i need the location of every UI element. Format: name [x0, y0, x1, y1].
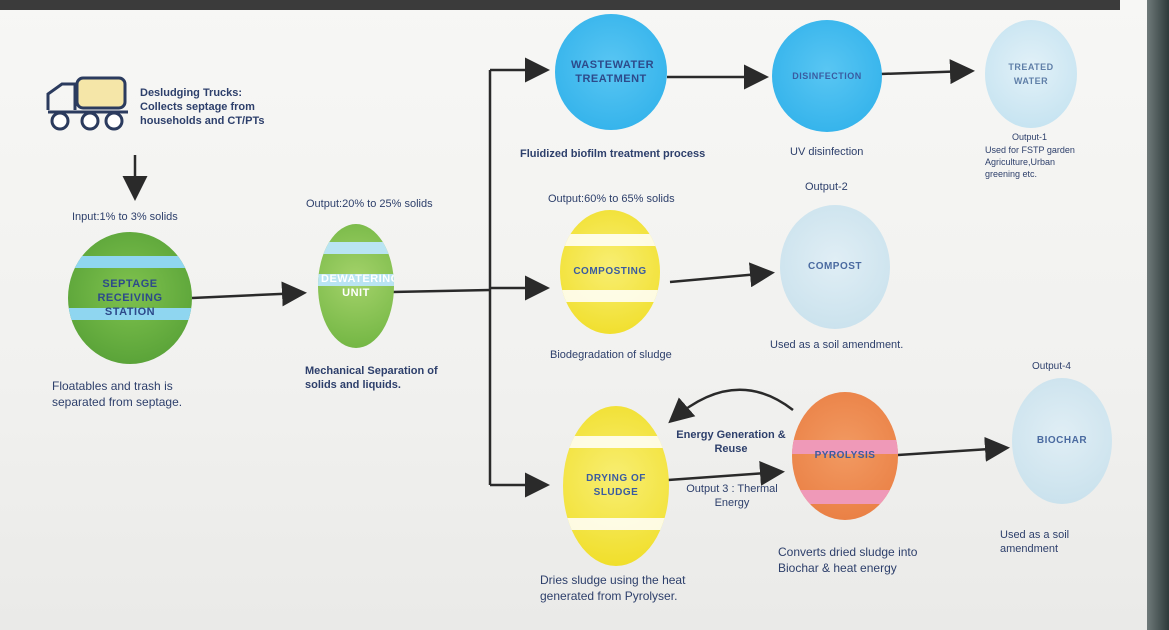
dewatering-caption: Mechanical Separation of solids and liqu… — [305, 365, 438, 391]
circle-band — [560, 234, 660, 246]
septage-station-label: SEPTAGE RECEIVING STATION — [97, 278, 163, 318]
biochar-caption: Used as a soil amendment — [1000, 529, 1070, 555]
disinfection-label: DISINFECTION — [792, 71, 862, 81]
wastewater-caption: Fluidized biofilm treatment process — [520, 148, 706, 160]
arrow-composting-to-compost — [669, 262, 775, 288]
arrow-dewatering-to-splitter — [391, 288, 491, 294]
circle-band — [318, 274, 394, 286]
biochar-label: BIOCHAR — [1036, 435, 1088, 446]
compost-label: COMPOST — [807, 261, 863, 272]
composting-label: COMPOSTING — [573, 266, 647, 277]
output-2-label: Output-2 — [805, 181, 848, 193]
energy-generation-label: Energy Generation & Reuse — [676, 429, 786, 455]
treated-water-circle: TREATED WATER — [985, 20, 1077, 128]
input-label: Input:1% to 3% solids — [72, 211, 178, 223]
circle-band — [68, 256, 192, 268]
circle-band — [792, 440, 898, 454]
drying-sludge-circle: DRYING OF SLUDGE — [563, 406, 669, 566]
disinfection-caption: UV disinfection — [790, 146, 864, 158]
circle-band — [318, 242, 394, 254]
circle-band — [563, 436, 669, 448]
output-1-label: Output-1 — [1012, 132, 1048, 142]
pyrolysis-caption: Converts dried sludge into Biochar & hea… — [778, 545, 918, 575]
circle-band — [563, 518, 669, 530]
arrow-disinfection-to-treated — [879, 59, 975, 85]
septage-receiving-station-circle: SEPTAGE RECEIVING STATION — [68, 232, 192, 364]
arrow-station-to-dewatering — [191, 281, 307, 307]
composting-caption: Biodegradation of sludge — [550, 349, 672, 361]
wastewater-label: WASTEWATER TREATMENT — [571, 59, 655, 85]
arrow-pyrolysis-to-biochar — [897, 436, 1010, 462]
septage-truck-icon — [46, 76, 128, 131]
septage-caption: Floatables and trash is separated from s… — [52, 379, 183, 409]
dewatering-unit-circle: DEWATERING UNIT — [318, 224, 394, 348]
right-edge-shadow — [1147, 0, 1169, 630]
dewatering-label: DEWATERING UNIT — [321, 273, 394, 299]
thermal-energy-output: Output 3 : Thermal Energy — [686, 483, 778, 509]
disinfection-circle: DISINFECTION — [772, 20, 882, 132]
arrow-energy-reuse-loop — [668, 388, 794, 424]
circle-band — [792, 490, 898, 504]
top-border — [0, 0, 1120, 10]
dewatering-output-label: Output:20% to 25% solids — [306, 198, 433, 210]
composting-circle: COMPOSTING — [560, 210, 660, 334]
composting-output-label: Output:60% to 65% solids — [548, 193, 675, 205]
pyrolysis-circle: PYROLYSIS — [792, 392, 898, 520]
treated-water-caption: Used for FSTP garden Agriculture,Urban g… — [985, 145, 1075, 179]
circle-band — [560, 290, 660, 302]
circle-band — [68, 308, 192, 320]
output-4-label: Output-4 — [1032, 361, 1071, 372]
drying-label: DRYING OF SLUDGE — [586, 473, 646, 498]
wastewater-treatment-circle: WASTEWATER TREATMENT — [555, 14, 667, 130]
biochar-circle: BIOCHAR — [1012, 378, 1112, 504]
compost-circle: COMPOST — [780, 205, 890, 329]
arrow-drying-to-pyrolysis — [667, 460, 785, 486]
pyrolysis-label: PYROLYSIS — [814, 450, 876, 461]
truck-description: Desludging Trucks: Collects septage from… — [140, 87, 265, 127]
compost-caption: Used as a soil amendment. — [770, 339, 904, 351]
treated-water-label: TREATED WATER — [1008, 62, 1054, 86]
drying-caption: Dries sludge using the heat generated fr… — [540, 573, 686, 603]
